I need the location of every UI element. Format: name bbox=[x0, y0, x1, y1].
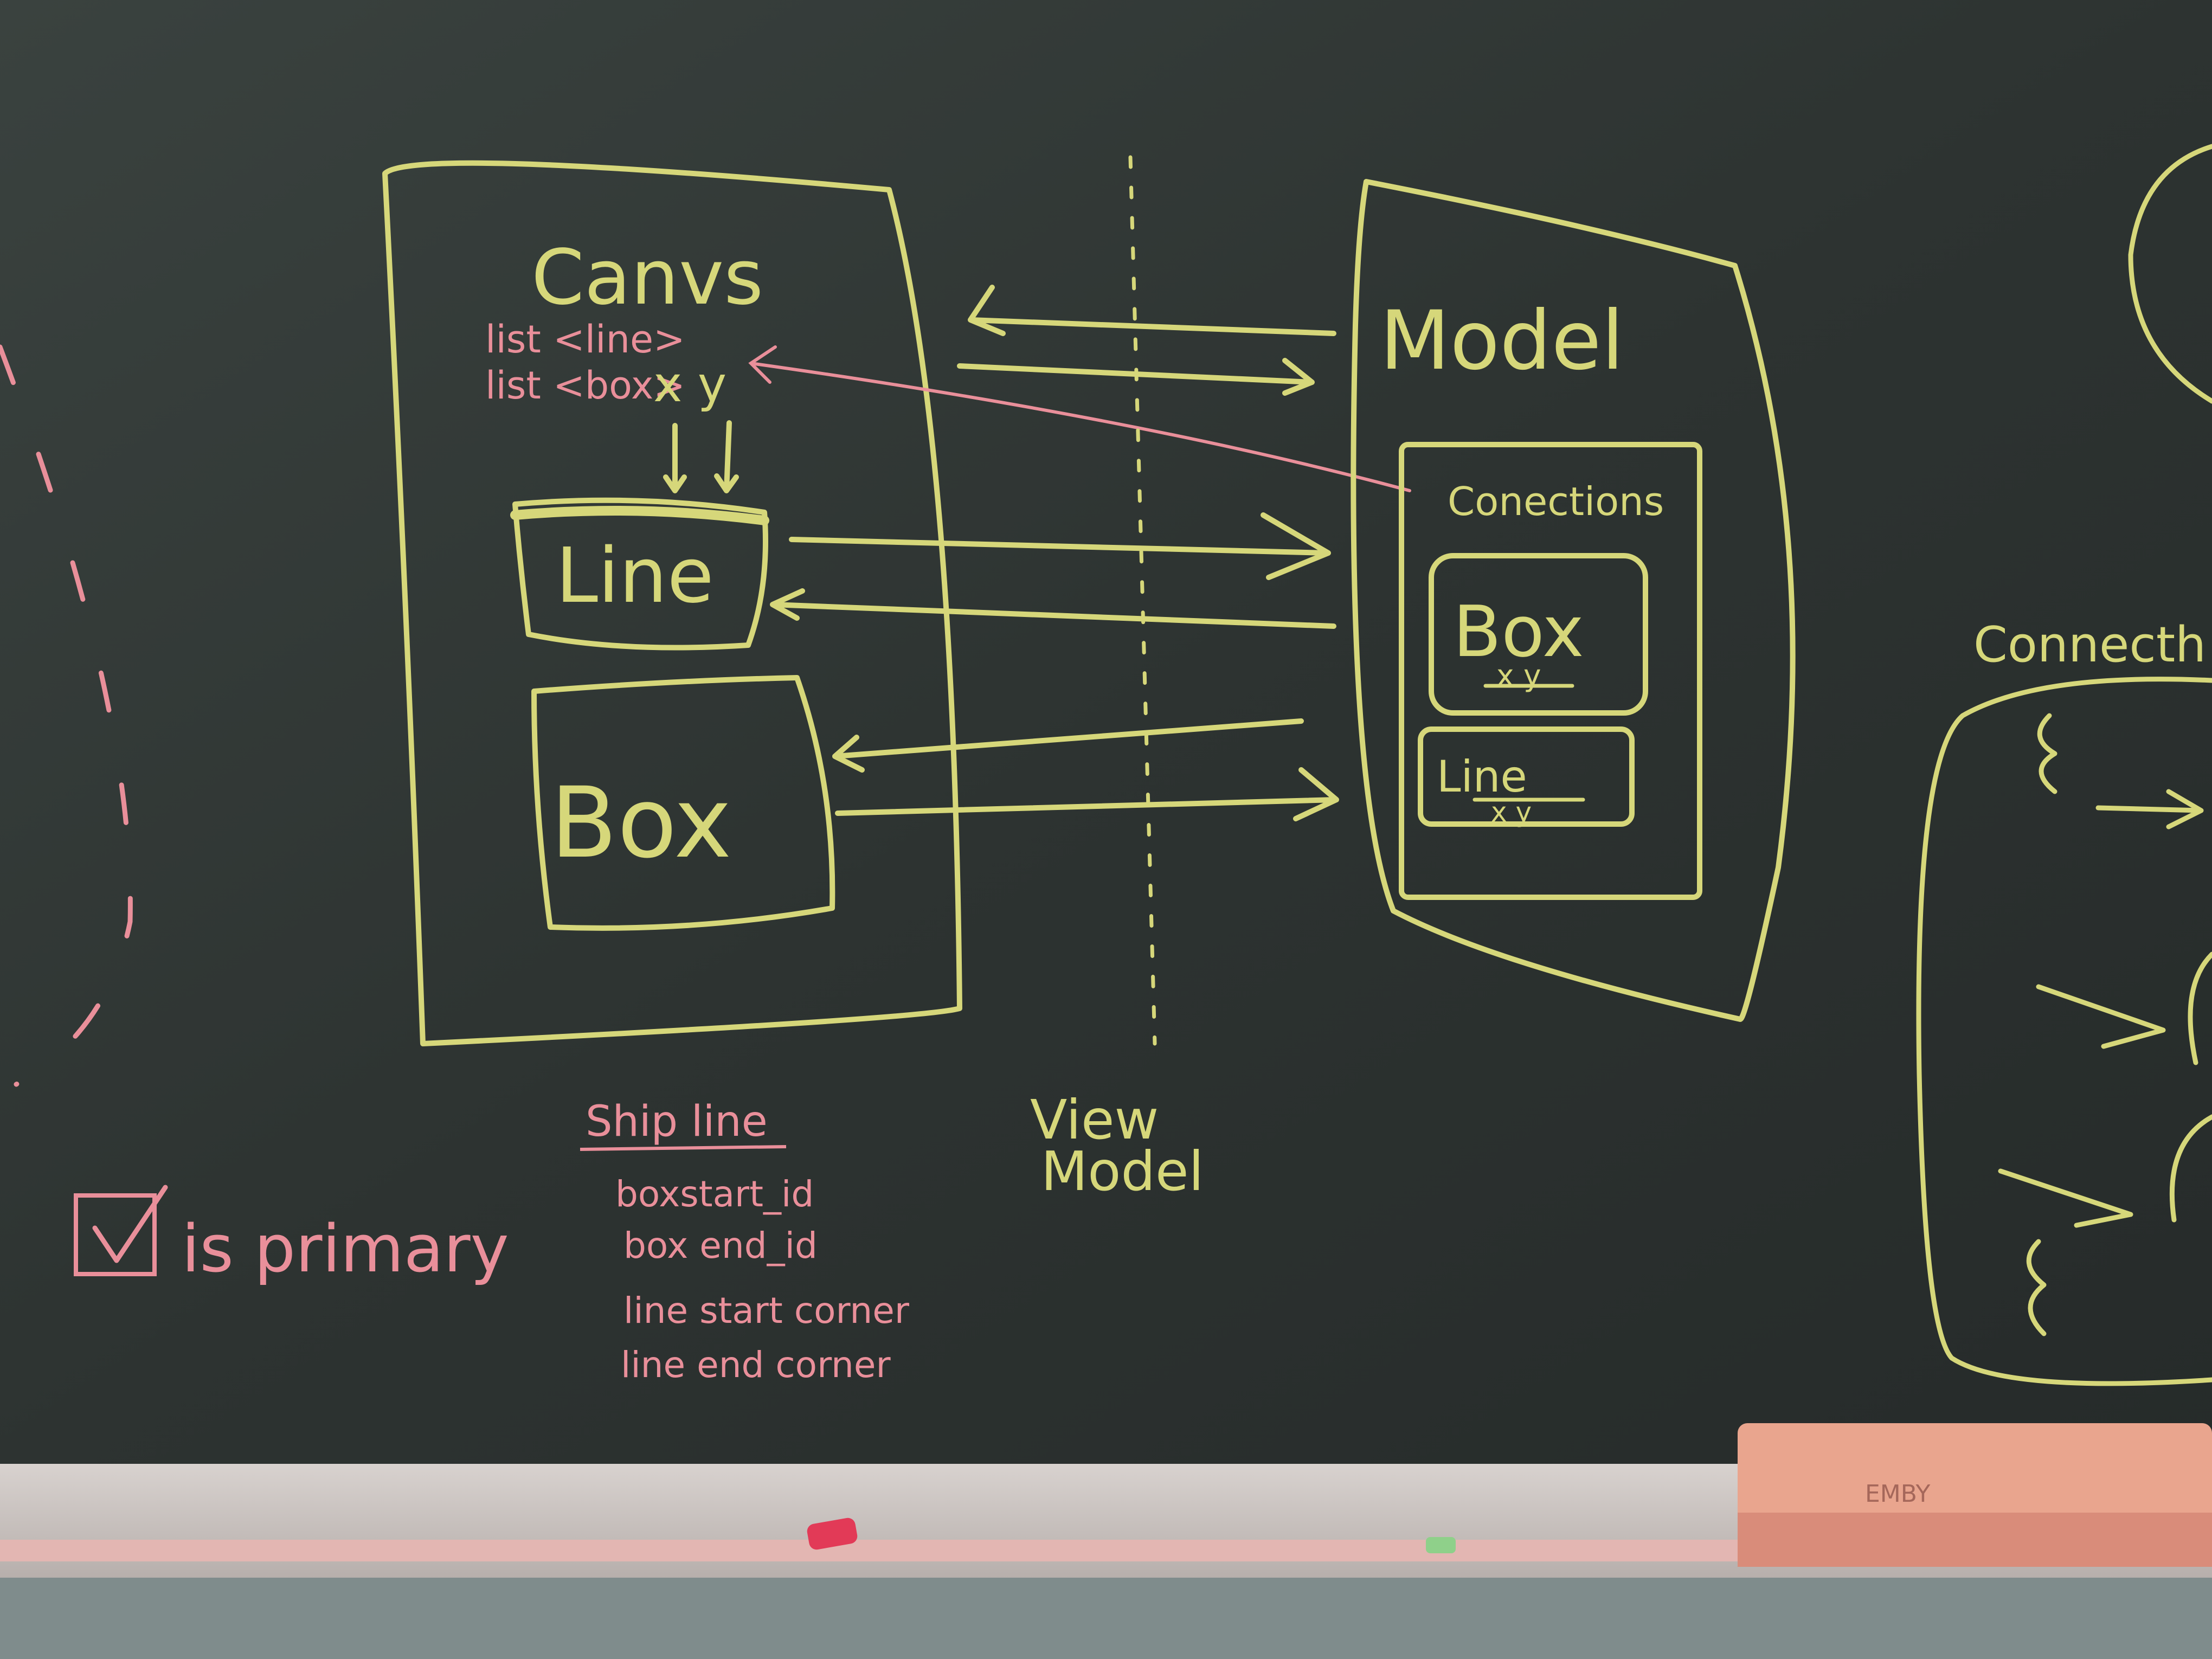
right-arrow-2 bbox=[2036, 984, 2166, 1049]
model-box-label: Box bbox=[1453, 590, 1584, 673]
shipline-field-1: boxstart_id bbox=[615, 1173, 814, 1215]
left-pink-dashes bbox=[0, 344, 133, 1087]
checkmark-icon bbox=[92, 1185, 168, 1263]
shipline-field-4: line end corner bbox=[621, 1344, 891, 1386]
pink-connection-arrow bbox=[748, 345, 1411, 492]
eraser-felt bbox=[1738, 1513, 2212, 1567]
shipline-field-3: line start corner bbox=[623, 1290, 910, 1332]
right-arrow-1 bbox=[2095, 789, 2204, 829]
arrow-x-down bbox=[663, 423, 687, 493]
canvas-list-lines: list <line> bbox=[485, 317, 685, 362]
arrow-y-down bbox=[714, 420, 739, 493]
model-panel bbox=[1351, 179, 1796, 1022]
line-box-label: Line bbox=[556, 532, 714, 620]
shipline-underline bbox=[580, 1145, 787, 1151]
canvas-list-boxes: list <box> bbox=[485, 363, 685, 408]
primary-checkbox bbox=[74, 1193, 157, 1276]
pink-chalk-piece bbox=[807, 1517, 858, 1550]
canvas-panel-border bbox=[382, 160, 962, 1046]
arrow-model-to-line bbox=[770, 588, 1336, 629]
shipline-title: Ship line bbox=[586, 1097, 768, 1146]
box-box-shape bbox=[531, 675, 835, 931]
right-arc-2 bbox=[2169, 1114, 2212, 1223]
wall bbox=[0, 1578, 2212, 1659]
model-line-label: Line bbox=[1437, 751, 1527, 802]
line-box-bar bbox=[510, 506, 769, 525]
arrow-model-to-canvas-top bbox=[968, 285, 1336, 336]
right-squiggle-1 bbox=[2037, 713, 2057, 794]
shipline-field-2: box end_id bbox=[623, 1225, 818, 1266]
green-chalk-piece bbox=[1426, 1537, 1456, 1553]
box-box-label: Box bbox=[550, 767, 732, 880]
connections-box bbox=[1399, 442, 1702, 900]
model-panel-border bbox=[1351, 179, 1796, 1022]
right-top-circle bbox=[2128, 144, 2212, 404]
view-model-divider bbox=[1128, 155, 1157, 1046]
line-box-shape bbox=[512, 497, 768, 651]
right-arrow-3 bbox=[1998, 1168, 2133, 1228]
eraser-label: EMBY bbox=[1865, 1480, 1931, 1508]
model-box-box bbox=[1429, 553, 1648, 716]
view-model-label-line2: Model bbox=[1041, 1140, 1204, 1203]
model-line-sub: x y bbox=[1491, 796, 1532, 828]
right-panel-label: Connecth bbox=[1973, 616, 2206, 673]
arrows-group bbox=[770, 285, 1339, 821]
model-box-sub: x y bbox=[1496, 658, 1541, 693]
canvas-title: Canvs bbox=[531, 234, 763, 322]
right-arc-1 bbox=[2188, 951, 2212, 1065]
arrow-model-to-box bbox=[832, 718, 1304, 773]
canvas-xy: x y bbox=[653, 356, 726, 413]
model-line-box bbox=[1418, 726, 1635, 827]
canvas-panel bbox=[382, 160, 962, 1046]
connections-label: Conections bbox=[1448, 479, 1664, 524]
model-title: Model bbox=[1380, 294, 1624, 388]
arrow-box-to-model bbox=[835, 767, 1339, 821]
primary-checkbox-label: is primary bbox=[182, 1212, 509, 1287]
right-squiggle-2 bbox=[2026, 1239, 2047, 1336]
right-partial-panel bbox=[1916, 144, 2212, 1386]
arrow-line-to-model bbox=[789, 512, 1331, 580]
right-panel-border bbox=[1916, 677, 2212, 1386]
view-model-label-line1: View bbox=[1030, 1088, 1159, 1152]
